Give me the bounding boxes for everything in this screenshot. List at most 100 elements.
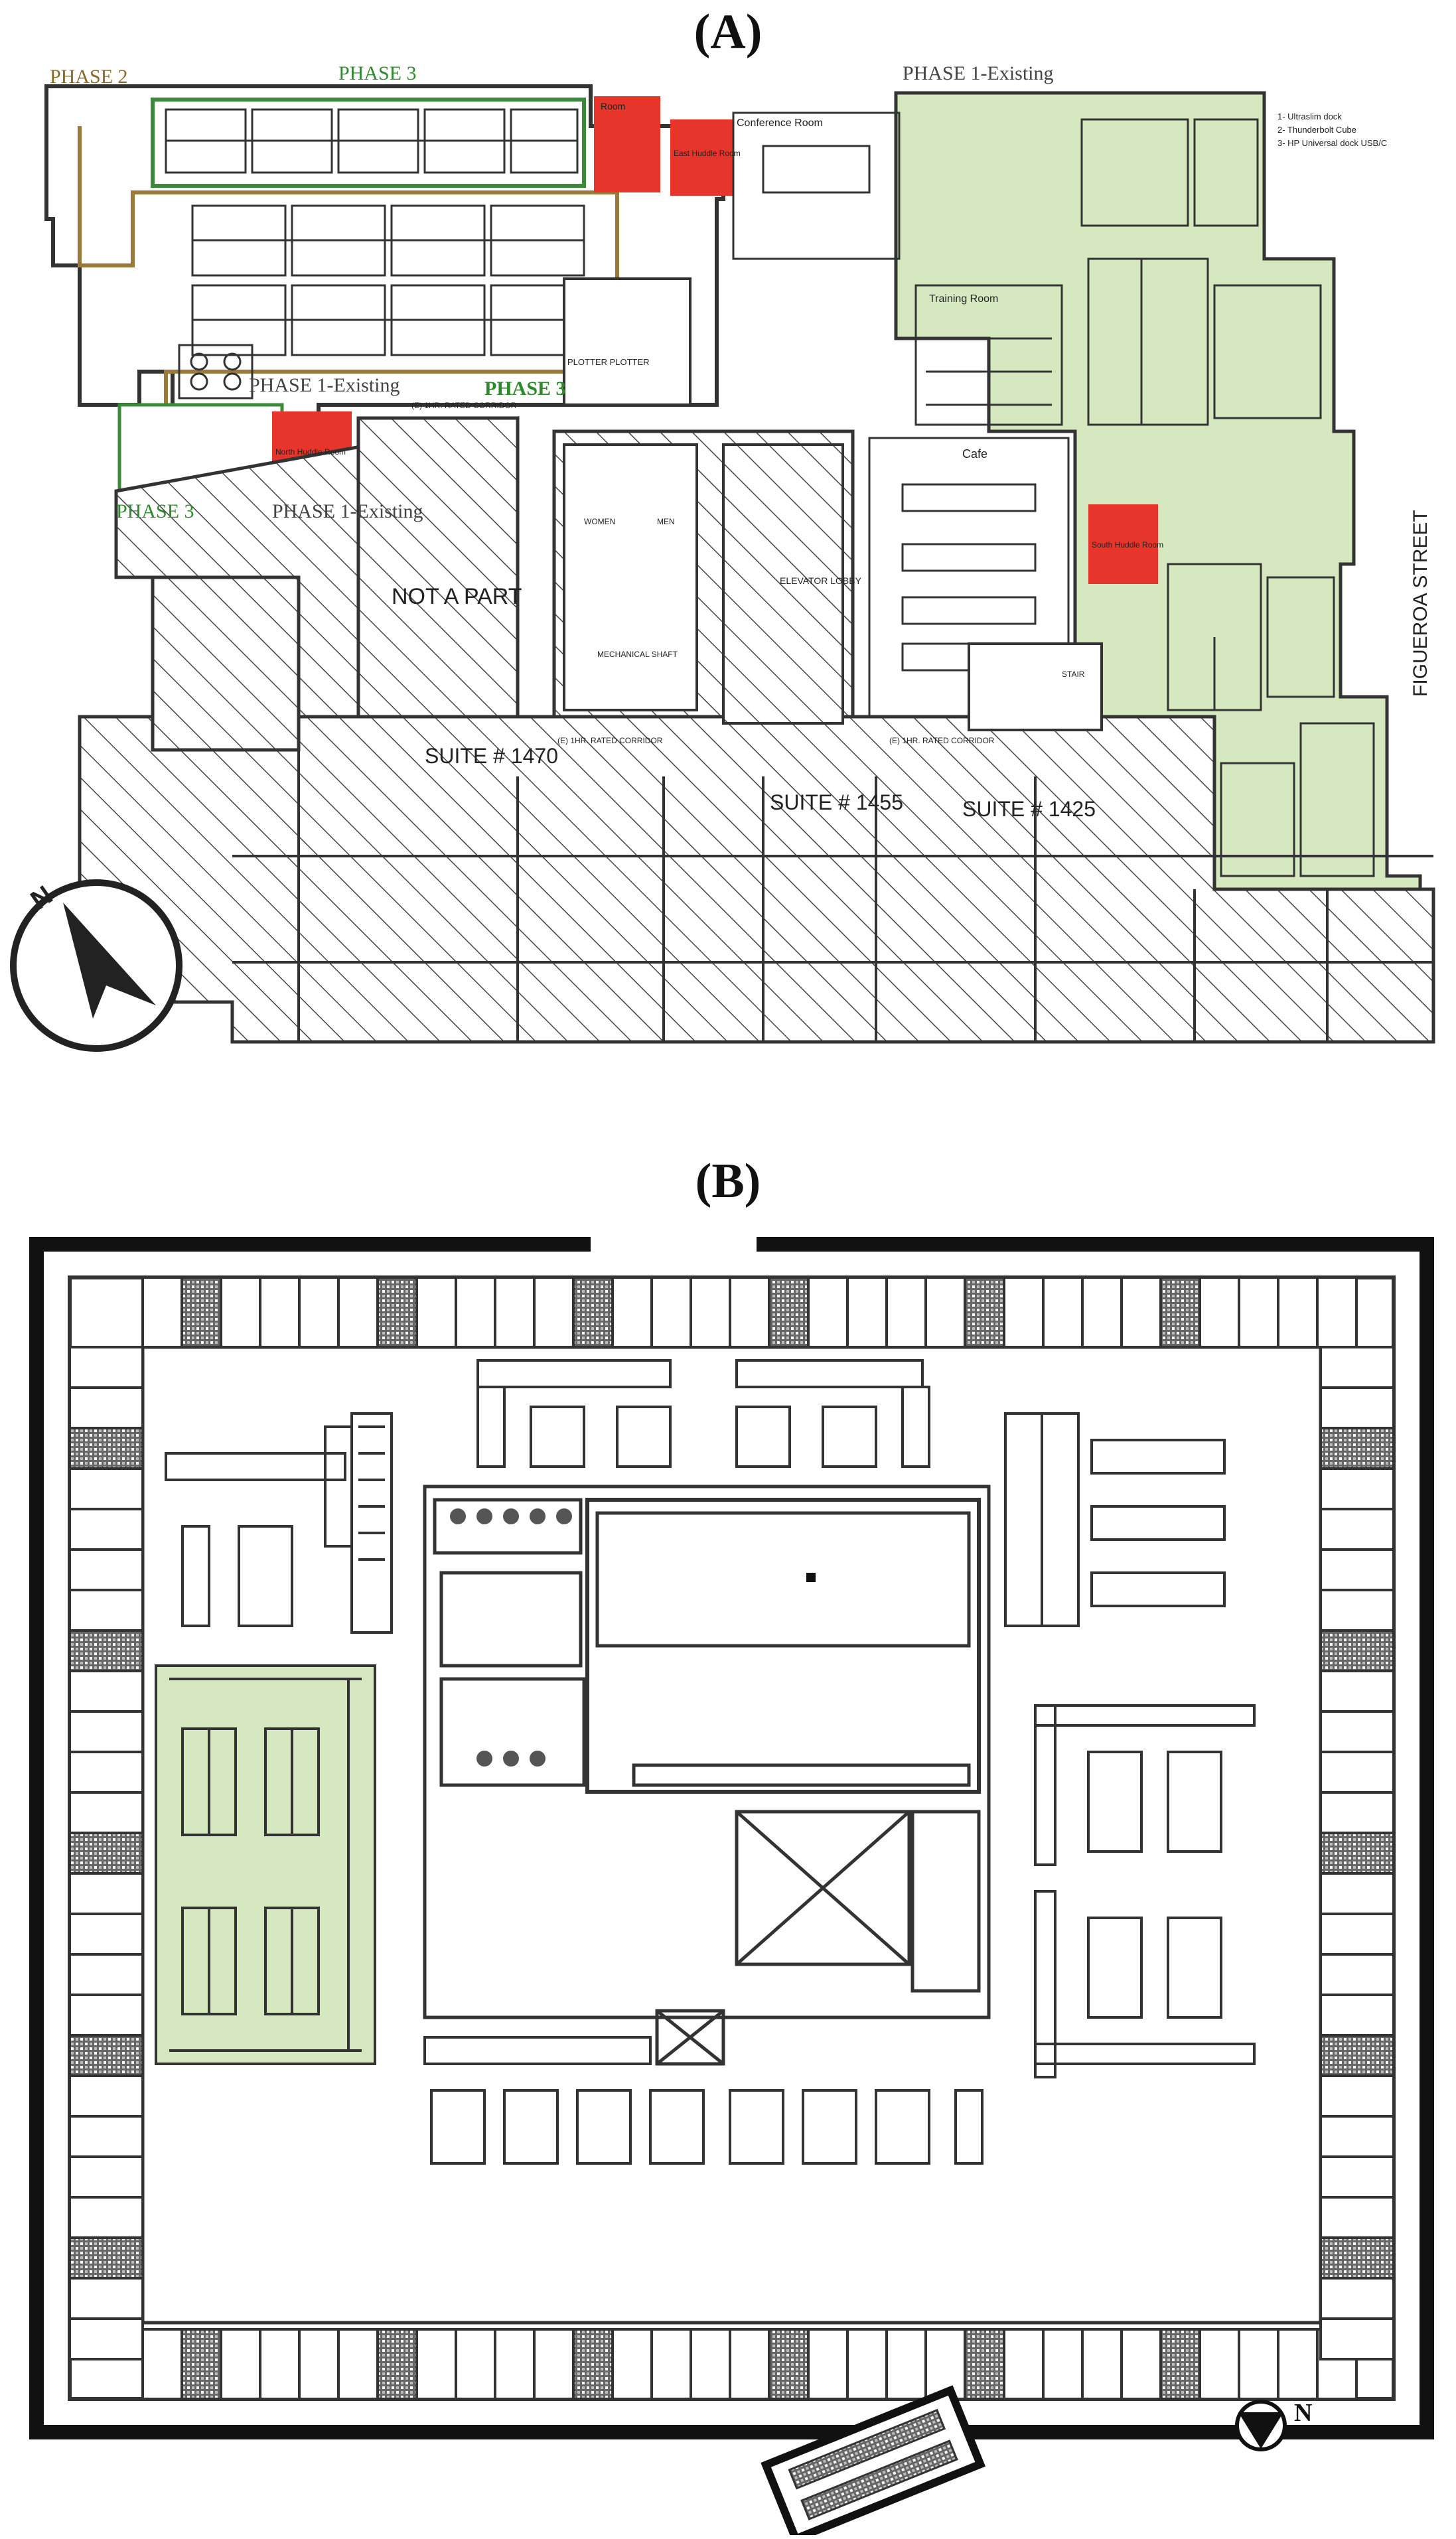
label-south-huddle: South Huddle Room [1092, 540, 1163, 549]
office-module [1319, 1548, 1395, 1591]
label-suite-1470: SUITE # 1470 [425, 744, 558, 768]
office-module [1199, 2328, 1240, 2400]
hatched-core [1319, 1629, 1395, 1672]
office-module [337, 1276, 379, 1348]
desks-bottom-center [423, 2036, 983, 2165]
office-module [533, 2328, 575, 2400]
office-module [68, 1913, 144, 1956]
office-module [259, 2328, 301, 2400]
office-module [1319, 1670, 1395, 1713]
conference-room [732, 111, 901, 260]
workstations-middle [191, 204, 585, 356]
office-module [1238, 2328, 1279, 2400]
office-module [885, 2328, 927, 2400]
office-module [1042, 1276, 1084, 1348]
office-module [1238, 1276, 1279, 1348]
office-module [141, 1276, 183, 1348]
office-module [1316, 1276, 1358, 1348]
compass-b: N [1235, 2399, 1312, 2451]
south-huddle-room [1088, 504, 1158, 584]
label-phase1-existing-top: PHASE 1-Existing [903, 62, 1054, 84]
office-module [68, 1467, 144, 1510]
hatched-core [68, 2236, 144, 2280]
stair-left [350, 1412, 393, 1634]
office-module [1319, 1346, 1395, 1389]
office-module [1042, 2328, 1084, 2400]
office-module [455, 1276, 496, 1348]
svg-text:3- HP Universal dock USB/C: 3- HP Universal dock USB/C [1277, 138, 1387, 148]
label-phase2: PHASE 2 [50, 66, 128, 88]
entrance-gap [591, 1234, 757, 1254]
phase1-existing-area [894, 91, 1422, 891]
office-module [220, 1276, 261, 1348]
hatched-core [1319, 2236, 1395, 2280]
office-module [1319, 1710, 1395, 1753]
office-module [68, 2155, 144, 2199]
hatched-core [572, 2328, 614, 2400]
phase2-border [78, 126, 619, 405]
hatched-core [181, 1276, 222, 1348]
office-module [1319, 2196, 1395, 2239]
office-module [494, 2328, 536, 2400]
office-module [259, 1276, 301, 1348]
office-module [68, 2196, 144, 2239]
label-women: WOMEN [584, 517, 615, 526]
office-module [68, 2317, 144, 2360]
hatched-core [572, 1276, 614, 1348]
perimeter-offices [68, 1276, 1395, 2400]
office-module [1081, 2328, 1123, 2400]
hatched-core [964, 1276, 1005, 1348]
hatched-core [1319, 2034, 1395, 2077]
office-module [1277, 2328, 1319, 2400]
office-module [68, 2115, 144, 2158]
office-module [1003, 2328, 1045, 2400]
label-mechanical-shaft: MECHANICAL SHAFT [597, 650, 678, 659]
hatched-core [68, 2034, 144, 2077]
office-module [494, 1276, 536, 1348]
label-elevator-lobby: ELEVATOR LOBBY [780, 575, 862, 586]
label-room-red: Room [601, 101, 625, 111]
office-module [1319, 1508, 1395, 1551]
office-module [68, 2277, 144, 2320]
office-module [611, 2328, 653, 2400]
label-phase1-existing-left: PHASE 1-Existing [272, 500, 423, 522]
office-module [611, 1276, 653, 1348]
office-module [650, 2328, 692, 2400]
label-suite-1425: SUITE # 1425 [962, 797, 1096, 821]
office-module [68, 1994, 144, 2037]
office-module [68, 1751, 144, 1794]
label-phase3-left: PHASE 3 [116, 500, 194, 522]
meeting-table-small [178, 344, 254, 399]
office-module [690, 1276, 731, 1348]
office-module [68, 1953, 144, 1996]
label-corridor-mid: (E) 1HR. RATED CORRIDOR [557, 736, 663, 745]
office-module [924, 1276, 966, 1348]
hatched-core [1159, 2328, 1201, 2400]
hatched-core [1159, 1276, 1201, 1348]
hatched-core [68, 1832, 144, 1875]
hatched-core [68, 1629, 144, 1672]
hatched-core [68, 1427, 144, 1470]
panel-a-title: (A) [693, 5, 763, 59]
label-phase3-mid: PHASE 3 [484, 378, 566, 399]
label-men: MEN [657, 517, 675, 526]
workstations-right [1080, 118, 1375, 877]
label-east-huddle: East Huddle Room [674, 149, 741, 158]
svg-text:N: N [1294, 2399, 1312, 2427]
office-module [650, 1276, 692, 1348]
room-red [594, 96, 660, 192]
label-plotter: PLOTTER PLOTTER [567, 357, 650, 367]
svg-text:2- Thunderbolt Cube: 2- Thunderbolt Cube [1277, 125, 1356, 135]
office-module [68, 1508, 144, 1551]
office-module [1120, 2328, 1162, 2400]
column-marker [806, 1573, 816, 1582]
desks-top-center [476, 1359, 930, 1468]
hatched-core [768, 1276, 810, 1348]
hatched-core [181, 2328, 222, 2400]
east-huddle-room [670, 119, 733, 196]
central-core [423, 1485, 991, 2066]
office-module [1319, 1994, 1395, 2037]
phase3-border-top [151, 98, 586, 188]
label-street: FIGUEROA STREET [1410, 510, 1431, 697]
floor-plan-b: N [29, 1234, 1434, 2535]
